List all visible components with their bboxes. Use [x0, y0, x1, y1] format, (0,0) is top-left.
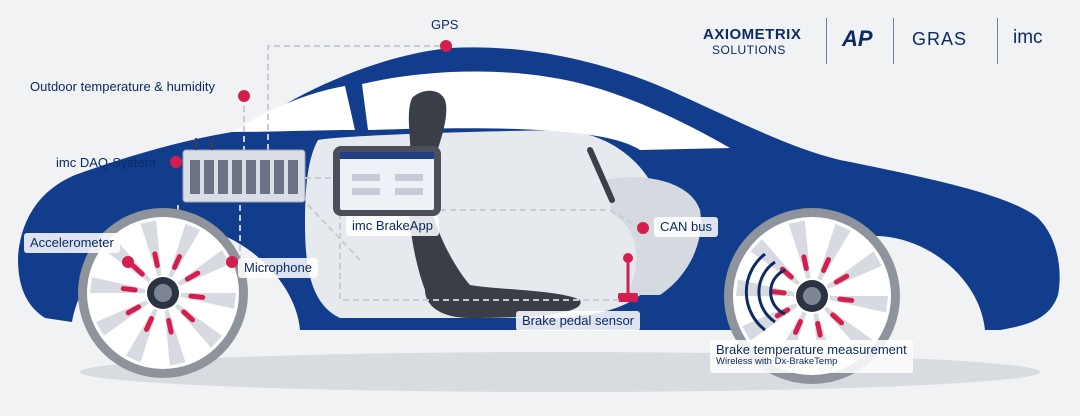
- brakeapp-screen-button: [395, 188, 423, 195]
- wireless-signal-icon: [744, 252, 786, 332]
- brake-sensor-mark: [801, 254, 809, 272]
- rear-window: [232, 86, 355, 132]
- brake-sensor-mark: [769, 289, 787, 296]
- brake-sensor-mark: [793, 319, 803, 335]
- brake-sensor-mark: [188, 293, 206, 300]
- dashboard: [605, 177, 701, 295]
- brake-sensor-mark: [144, 316, 154, 332]
- pedal-sensor-marker: [623, 253, 633, 263]
- brakeapp-screen-button: [352, 174, 380, 181]
- seat: [408, 90, 581, 318]
- brakeapp-screen: [340, 152, 434, 210]
- brake-sensor-mark: [833, 273, 850, 285]
- gras-logo: GRAS: [912, 29, 968, 49]
- microphone-marker: [226, 256, 238, 268]
- ap-logo: AP: [842, 26, 873, 51]
- brake-sensor-mark: [181, 309, 196, 323]
- brake-sensor-mark: [125, 304, 142, 316]
- accelerometer-label: Accelerometer: [24, 233, 120, 254]
- wheel-hub-cap: [154, 284, 172, 302]
- canbus-label: CAN bus: [654, 217, 719, 238]
- brake-sensor-mark: [152, 251, 160, 269]
- logo-divider: [997, 18, 998, 64]
- canbus-marker: [637, 222, 649, 234]
- daq-system-device: [182, 149, 306, 203]
- logo-divider: [893, 18, 894, 64]
- accelerometer-marker: [122, 256, 134, 268]
- sensor-markers: [122, 40, 649, 268]
- daq-system-slots: [190, 160, 298, 194]
- gps-label: GPS: [431, 17, 459, 32]
- brake-sensor-mark: [166, 317, 174, 335]
- brake-sensor-mark: [821, 257, 831, 273]
- steering-column: [587, 147, 615, 203]
- brake-sensor-mark: [830, 312, 845, 326]
- axiometrix-logo: AXIOMETRIX: [703, 26, 802, 43]
- daq-system-label: imc DAQ-System: [56, 155, 156, 170]
- wheel-hub-cap: [803, 287, 821, 305]
- brake-sensor-mark: [172, 254, 182, 270]
- brake-sensor-mark: [184, 270, 201, 282]
- brake-pedal: [618, 293, 638, 302]
- axiometrix-logo-subtitle: SOLUTIONS: [712, 43, 786, 57]
- brake-pedal-sensor-label: Brake pedal sensor: [516, 311, 641, 332]
- brake-sensor-mark: [837, 296, 855, 303]
- brake-sensor-mark: [130, 263, 145, 277]
- brakeapp-screen-button: [395, 174, 423, 181]
- brakeapp-label: imc BrakeApp: [346, 216, 439, 237]
- brake-sensor-mark: [120, 286, 138, 293]
- daq-marker: [170, 156, 182, 168]
- brakeapp-screen-button: [352, 188, 380, 195]
- side-window: [362, 71, 730, 150]
- brake-temperature-subtitle: Wireless with Dx-BrakeTemp: [716, 356, 838, 367]
- outdoor-sensor-marker: [238, 90, 250, 102]
- brake-sensor-mark: [815, 320, 823, 338]
- outdoor-temperature-label: Outdoor temperature & humidity: [30, 79, 215, 94]
- brakeapp-screen-header: [340, 152, 434, 159]
- brake-temperature-label: Brake temperature measurement: [710, 340, 913, 374]
- brake-temperature-title: Brake temperature measurement: [716, 342, 907, 357]
- logo-divider: [826, 18, 827, 64]
- gps-marker: [440, 40, 452, 52]
- imc-logo: imc: [1013, 27, 1043, 48]
- microphone-label: Microphone: [238, 258, 318, 279]
